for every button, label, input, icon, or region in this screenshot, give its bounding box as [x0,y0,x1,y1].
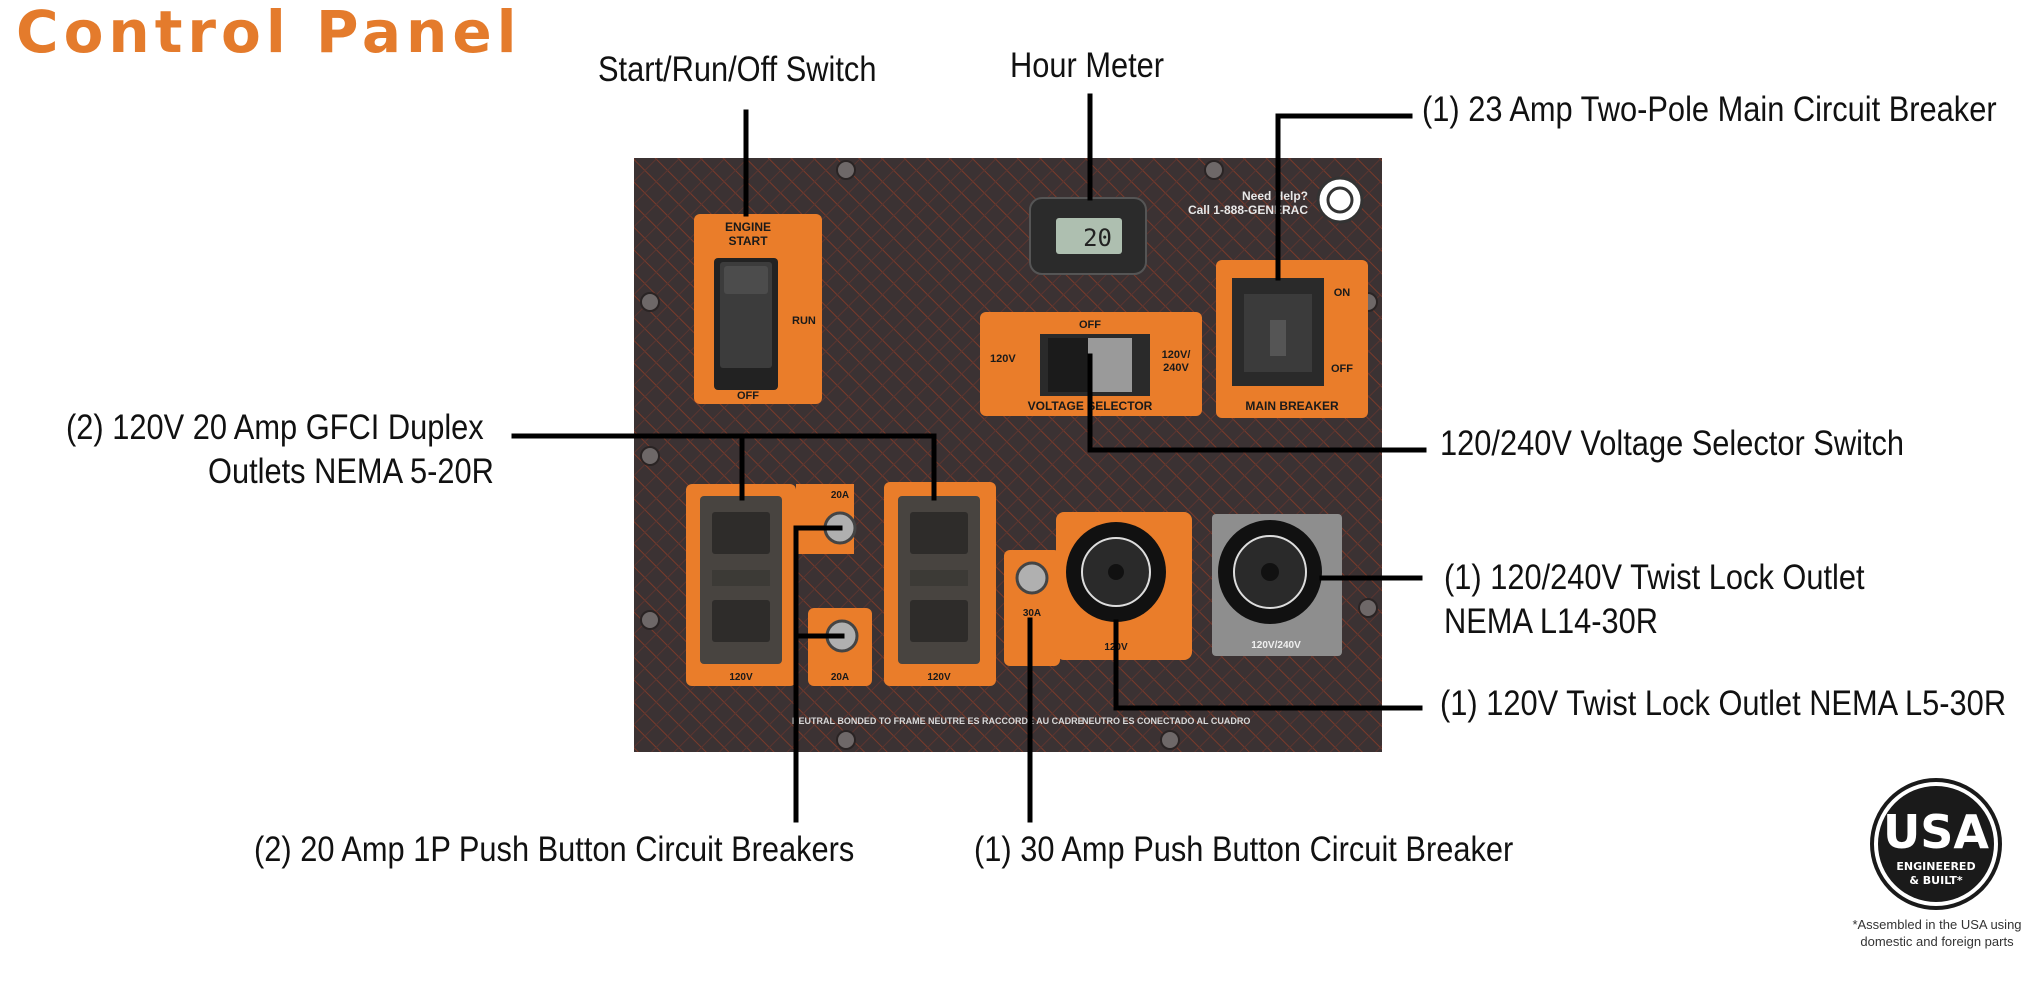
callout-twist240-line2: NEMA L14-30R [1444,602,1658,641]
generac-logo-icon [1316,176,1364,224]
leader-push20 [793,525,843,823]
vs-off-label: OFF [1079,319,1101,331]
engine-label: ENGINE [725,220,771,234]
gfci-outlet-2[interactable]: 120V [884,482,996,686]
off-label: OFF [737,390,759,402]
breaker-30a-label: 30A [1023,608,1041,619]
leader-l5 [1113,619,1423,711]
breaker-20a-upper-label: 20A [831,490,849,501]
main-breaker-label: MAIN BREAKER [1245,399,1339,413]
callout-push30: (1) 30 Amp Push Button Circuit Breaker [974,830,1514,869]
need-help-text: Need Help? [1242,189,1308,203]
badge-usa-text: USA [1883,805,1989,859]
footnote-line1: *Assembled in the USA using [1852,917,2022,932]
hour-meter: 20 [1029,197,1147,275]
twist-lock-l14-30r[interactable]: 120V/240V [1212,514,1342,656]
push-breaker-20a-lower[interactable]: 20A [808,608,872,686]
page-title: Control Panel [16,0,522,66]
push-breaker-20a-upper[interactable]: 20A [796,484,857,554]
callout-gfci-line1: (2) 120V 20 Amp GFCI Duplex [66,408,484,447]
neutral-note: NEUTRAL BONDED TO FRAME NEUTRE ES RACCOR… [792,716,1250,726]
mb-on-label: ON [1334,287,1351,299]
meter-reading: 20 [1083,224,1112,252]
gfci-1-voltage-label: 120V [729,672,753,683]
leader-gfci [511,433,937,501]
callout-twist120: (1) 120V Twist Lock Outlet NEMA L5-30R [1440,684,2007,723]
twist-lock-l5-30r[interactable]: 120V [1056,512,1192,660]
badge-built-text: & BUILT* [1909,874,1963,887]
callout-voltage-selector: 120/240V Voltage Selector Switch [1440,424,1905,463]
leader-lines [511,93,1427,823]
callout-twist240-line1: (1) 120/240V Twist Lock Outlet [1444,558,1865,597]
run-label: RUN [792,315,816,327]
vs-240v-label-1: 120V/ [1162,349,1191,361]
neutral-note-es: NEUTRO ES CONECTADO AL CUADRO [1082,716,1250,726]
callout-gfci-line2: Outlets NEMA 5-20R [208,452,494,491]
neutral-note-en: NEUTRAL BONDED TO FRAME [792,716,926,726]
callout-hour-meter: Hour Meter [1010,46,1165,85]
panel-screws [640,160,1378,750]
breaker-20a-lower-label: 20A [831,672,849,683]
callout-push20: (2) 20 Amp 1P Push Button Circuit Breake… [254,830,855,869]
push-breaker-30a[interactable]: 30A [1004,550,1060,666]
engine-start-switch[interactable]: ENGINE START RUN OFF [694,214,822,404]
start-label: START [728,234,768,248]
callout-main-breaker: (1) 23 Amp Two-Pole Main Circuit Breaker [1422,90,1997,129]
vs-120v-label: 120V [990,353,1016,365]
mb-off-label: OFF [1331,363,1353,375]
footnote: *Assembled in the USA using domestic and… [1832,916,2042,950]
leader-main-breaker [1275,113,1413,281]
gfci-2-voltage-label: 120V [927,672,951,683]
main-breaker-switch[interactable]: ON OFF MAIN BREAKER [1216,260,1368,418]
badge-engineered-text: ENGINEERED [1896,860,1975,873]
usa-engineered-badge: USA ENGINEERED & BUILT* [1870,778,2002,910]
need-help-phone: Call 1-888-GENERAC [1188,203,1308,217]
callout-start-switch: Start/Run/Off Switch [598,50,877,89]
footnote-line2: domestic and foreign parts [1860,934,2014,949]
neutral-note-fr: NEUTRE ES RACCORDÉ AU CADRE [928,716,1084,726]
gfci-outlet-1[interactable]: 120V [686,484,796,686]
leader-voltage-selector [1087,353,1427,453]
l14-30r-voltage-label: 120V/240V [1251,640,1301,651]
vs-240v-label-2: 240V [1163,362,1189,374]
